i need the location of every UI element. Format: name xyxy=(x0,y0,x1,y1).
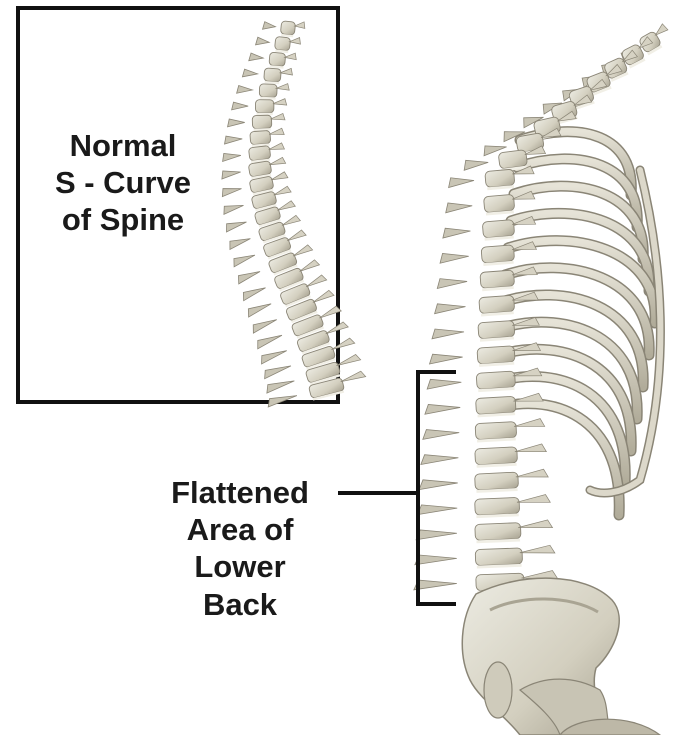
flattened-lower-back-label: Flattened Area of Lower Back xyxy=(134,474,346,623)
main-vertebra xyxy=(417,494,551,520)
main-vertebra xyxy=(420,444,547,471)
inset-vertebra xyxy=(227,113,285,131)
rib xyxy=(508,241,655,323)
inset-vertebra xyxy=(242,65,293,85)
inset-vertebra xyxy=(236,82,289,101)
main-vertebra xyxy=(431,317,540,345)
main-vertebra xyxy=(436,267,538,295)
inset-vertebra xyxy=(255,33,301,54)
main-vertebra xyxy=(434,292,540,320)
rib xyxy=(511,213,649,291)
callout-label-line-4: Back xyxy=(134,586,346,623)
main-vertebra xyxy=(418,469,548,496)
main-vertebra xyxy=(422,418,545,445)
callout-label-line-2: Area of xyxy=(134,511,346,548)
pelvis xyxy=(462,578,660,735)
inset-vertebra xyxy=(248,49,297,70)
main-vertebra xyxy=(416,520,554,546)
inset-vertebra xyxy=(232,98,287,115)
rib xyxy=(505,268,649,355)
callout-label-line-3: Lower xyxy=(134,548,346,585)
main-vertebra xyxy=(429,342,542,370)
main-vertebra xyxy=(414,545,555,571)
callout-label-line-1: Flattened xyxy=(134,474,346,511)
normal-spine-column xyxy=(220,18,368,412)
inset-vertebra xyxy=(262,18,306,39)
